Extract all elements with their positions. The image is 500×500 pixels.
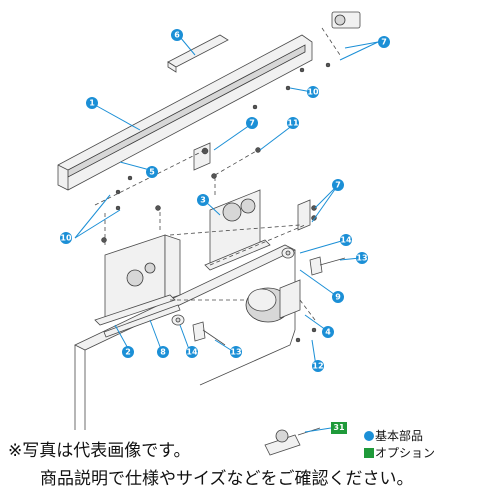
callout-10-left: 10 — [60, 232, 72, 244]
green-square-icon — [364, 447, 374, 458]
hanger-a — [94, 210, 181, 326]
callout-7-top: 7 — [378, 36, 390, 48]
svg-text:2: 2 — [125, 348, 131, 357]
bolt-upper — [309, 256, 346, 276]
callout-6: 6 — [171, 29, 183, 41]
note-check-description: 商品説明で仕様やサイズなどをご確認ください。 — [40, 469, 414, 489]
svg-text:12: 12 — [312, 362, 323, 371]
legend-option-label: オプション — [375, 446, 436, 460]
svg-text:7: 7 — [335, 181, 341, 190]
svg-text:11: 11 — [287, 119, 299, 128]
svg-text:6: 6 — [174, 31, 180, 40]
svg-text:7: 7 — [381, 38, 387, 47]
callout-4: 4 — [322, 326, 334, 338]
bolt-lower — [192, 321, 226, 346]
blue-circle-icon — [364, 430, 374, 441]
callout-10-top: 10 — [307, 86, 319, 98]
bracket-plate-upper — [193, 142, 211, 171]
note-representative-image: ※写真は代表画像です。 — [8, 441, 191, 461]
hanger-b — [204, 175, 271, 271]
bracket-plate-right — [297, 199, 317, 231]
svg-text:10: 10 — [307, 88, 319, 97]
legend-basic-label: 基本部品 — [375, 429, 424, 443]
svg-text:3: 3 — [200, 196, 206, 205]
callout-2: 2 — [122, 346, 134, 358]
svg-text:8: 8 — [160, 348, 166, 357]
svg-text:10: 10 — [60, 234, 72, 243]
svg-text:14: 14 — [340, 236, 352, 245]
legend-basic-parts: 基本部品 — [364, 427, 423, 444]
svg-text:13: 13 — [230, 348, 241, 357]
washer-upper — [281, 247, 295, 259]
callout-31-option: 31 — [331, 422, 347, 434]
stopper — [321, 11, 361, 56]
washer-lower — [171, 314, 185, 326]
svg-text:9: 9 — [335, 293, 341, 302]
svg-text:14: 14 — [186, 348, 198, 357]
callout-1: 1 — [86, 97, 98, 109]
svg-text:7: 7 — [249, 119, 255, 128]
callout-8: 8 — [157, 346, 169, 358]
rail — [57, 34, 313, 191]
callout-11: 11 — [287, 117, 299, 129]
option-stopper-illustration — [264, 427, 321, 456]
callout-9: 9 — [332, 291, 344, 303]
callout-12: 12 — [312, 360, 324, 372]
callout-14-bottom: 14 — [186, 346, 198, 358]
callout-5: 5 — [146, 166, 158, 178]
callout-3: 3 — [197, 194, 209, 206]
guide-bar — [103, 304, 181, 338]
svg-text:1: 1 — [89, 99, 95, 108]
svg-text:4: 4 — [325, 328, 331, 337]
callout-14-right: 14 — [340, 234, 352, 246]
callout-13-bottom: 13 — [230, 346, 242, 358]
callout-7-mid: 7 — [246, 117, 258, 129]
legend-option-parts: オプション — [364, 444, 435, 461]
rail-cover — [167, 34, 229, 73]
damper-unit — [245, 279, 316, 323]
callout-13-right: 13 — [356, 252, 368, 264]
svg-text:5: 5 — [149, 168, 155, 177]
assembly-lines — [94, 149, 306, 301]
callout-7-right: 7 — [332, 179, 344, 191]
svg-text:13: 13 — [356, 254, 367, 263]
